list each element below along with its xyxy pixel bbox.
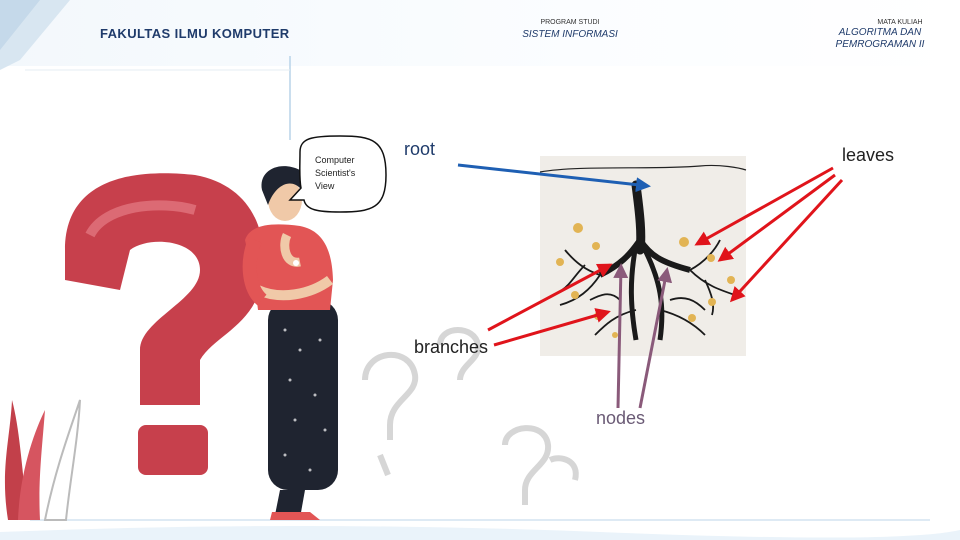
leaves-arrow-3 xyxy=(729,178,844,303)
root-label: root xyxy=(404,139,436,159)
program-value: SISTEM INFORMASI xyxy=(522,29,618,40)
leaves-arrow-2 xyxy=(717,173,836,262)
bubble-line1: Computer xyxy=(315,155,355,165)
branches-arrow-2 xyxy=(493,308,611,347)
frame-lines xyxy=(0,56,960,540)
speech-bubble-text: Computer Scientist's View xyxy=(315,154,381,193)
root-arrow xyxy=(457,163,651,193)
program-label: PROGRAM STUDI xyxy=(540,19,600,26)
big-question-mark xyxy=(65,173,264,475)
course-label: MATA KULIAH xyxy=(877,19,923,26)
plant-decoration xyxy=(4,399,81,521)
header-band xyxy=(0,0,960,66)
tree-illustration xyxy=(539,156,747,356)
leaves-arrow-1 xyxy=(694,166,834,246)
annotation-arrows xyxy=(457,163,844,409)
thinking-person xyxy=(242,166,338,520)
branches-label: branches xyxy=(414,337,489,357)
branches-arrow-1 xyxy=(487,263,613,332)
nodes-label: nodes xyxy=(596,408,646,428)
header-accent-graphic xyxy=(0,0,70,70)
bubble-line2: Scientist's xyxy=(315,168,356,178)
nodes-arrow-2 xyxy=(638,267,673,409)
course-value: ALGORITMA DAN PEMROGRAMAN II xyxy=(820,27,940,51)
nodes-arrow-1 xyxy=(613,263,629,409)
course-value-line1: ALGORITMA DAN xyxy=(838,27,922,38)
leaves-label: leaves xyxy=(842,145,895,165)
course-value-line2: PEMROGRAMAN II xyxy=(835,39,925,50)
faculty-name: FAKULTAS ILMU KOMPUTER xyxy=(100,26,290,41)
bubble-line3: View xyxy=(315,181,335,191)
